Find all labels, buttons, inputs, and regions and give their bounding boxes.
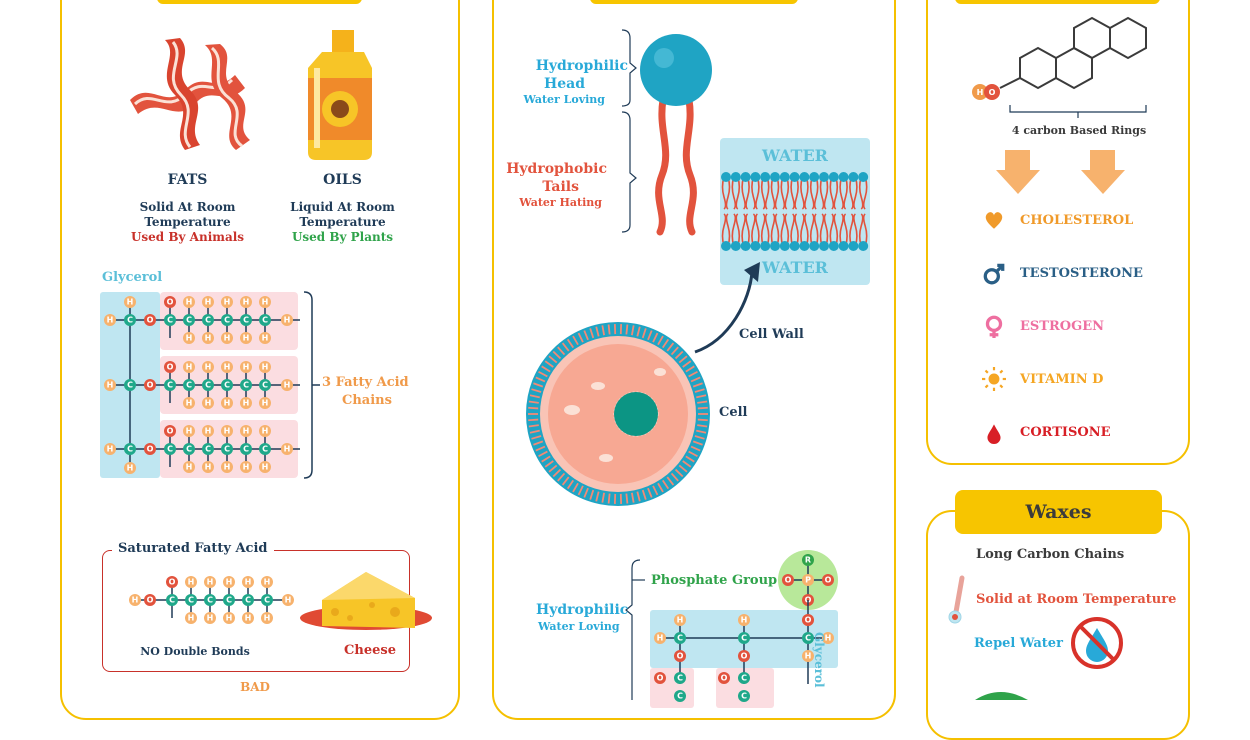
leaf-icon	[0, 0, 1250, 700]
